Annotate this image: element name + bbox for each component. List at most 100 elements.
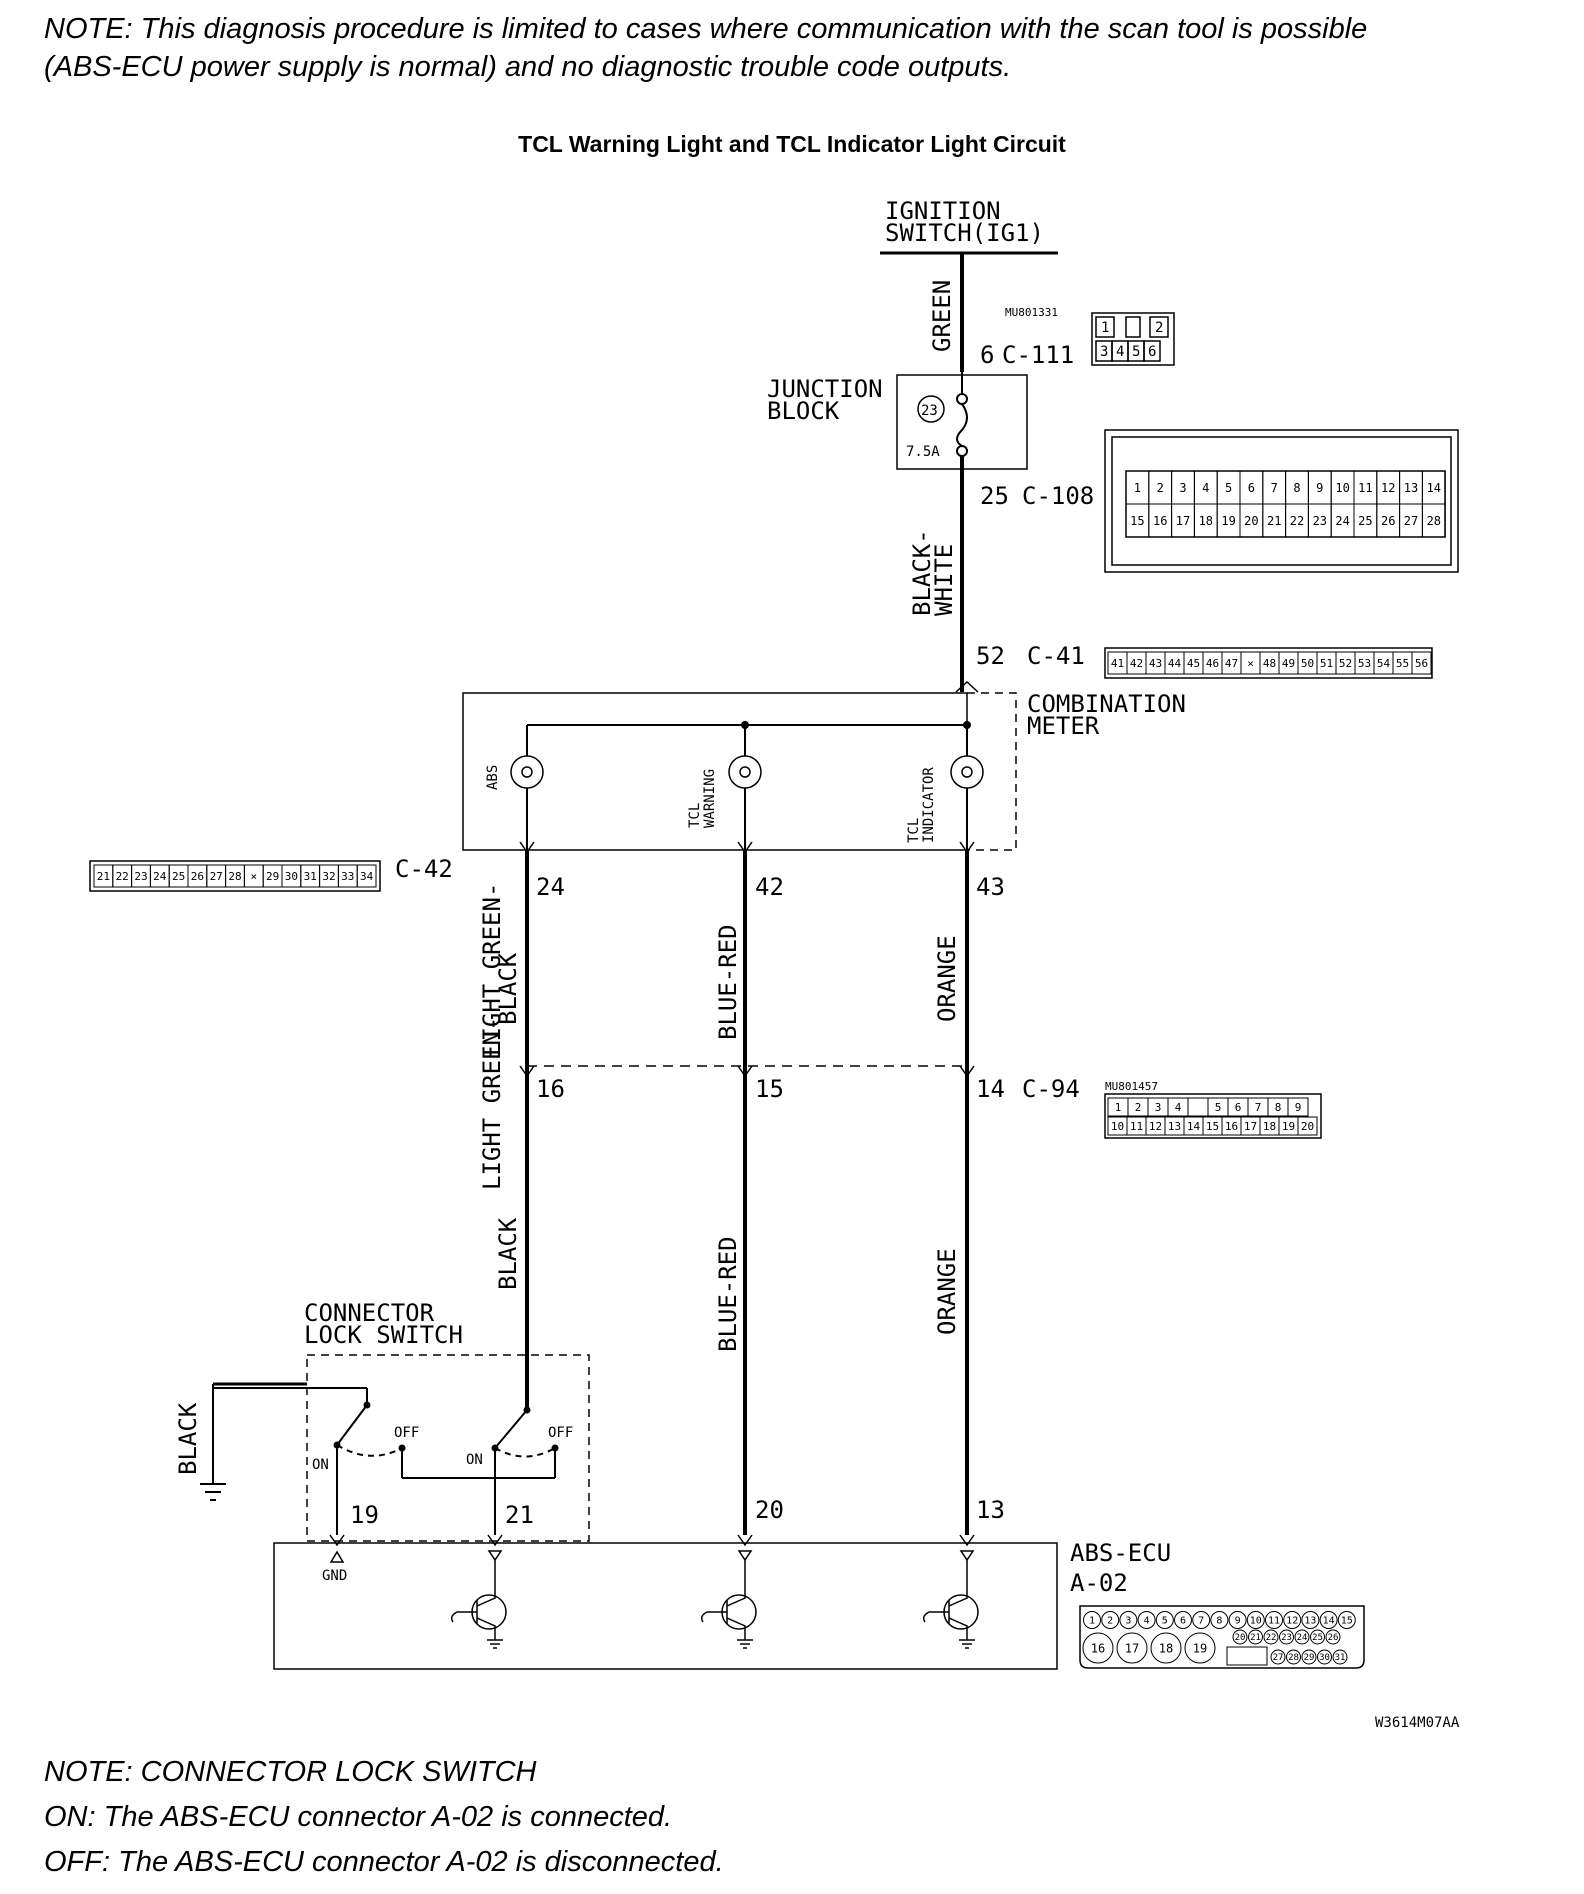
note-top-line2: (ABS-ECU power supply is normal) and no … [44, 51, 1012, 83]
wire-black-label: BLACK [174, 1402, 202, 1475]
combination-label-2: METER [1027, 712, 1100, 740]
a02-pin-circle [1137, 1611, 1156, 1629]
c41-pin: 52 [1339, 657, 1352, 670]
a02-pin-circle [1119, 1611, 1138, 1629]
a02-pin-circle [1332, 1649, 1348, 1665]
c108-pin: 28 [1427, 514, 1441, 528]
a02-pin: 22 [1266, 1633, 1277, 1643]
lamp-tcl-warning-icon [728, 755, 762, 789]
c111-pin-5: 5 [1132, 344, 1140, 360]
pin-13: 13 [976, 1496, 1005, 1524]
abs-ecu: ABS-ECU A-02 GND [273, 1534, 1171, 1670]
a02-pin-circle [1101, 1611, 1120, 1629]
wire-blue-red-label-2: BLUE-RED [714, 1236, 742, 1352]
wire-orange-label-2: ORANGE [933, 1248, 961, 1335]
a02-pin: 21 [1250, 1633, 1261, 1643]
a02-pin: 6 [1180, 1616, 1186, 1627]
connector-c41-label: C-41 [1027, 642, 1085, 670]
a02-pin-circle [1192, 1611, 1211, 1629]
pin-16: 16 [536, 1075, 565, 1103]
a02-pin: 27 [1273, 1653, 1284, 1663]
c108-pin: 2 [1157, 481, 1164, 495]
c108-pin: 27 [1404, 514, 1418, 528]
c41-pin: 53 [1358, 657, 1371, 670]
figure-code: W3614M07AA [1375, 1715, 1460, 1731]
c108-pin: 9 [1316, 481, 1323, 495]
a02-pin-circle [1246, 1611, 1265, 1629]
a02-pin: 13 [1304, 1616, 1316, 1627]
c108-pin: 8 [1293, 481, 1300, 495]
c94-pin: 12 [1149, 1120, 1162, 1133]
c94-cell [1297, 1116, 1318, 1136]
c108-pin: 12 [1381, 481, 1395, 495]
c94-pin: 13 [1168, 1120, 1181, 1133]
fuse-number-circle [917, 395, 945, 423]
c94-pin: 7 [1255, 1101, 1262, 1114]
a02-pin: 30 [1319, 1653, 1330, 1663]
switch-2-off-label: OFF [548, 1425, 573, 1441]
transistor-body-1 [471, 1594, 507, 1630]
c94-pin: 18 [1263, 1120, 1276, 1133]
ecu-transistors [450, 1560, 979, 1649]
pin-42: 42 [755, 873, 784, 901]
c94-pin: 3 [1155, 1101, 1162, 1114]
a02-pin: 25 [1312, 1633, 1323, 1643]
c94-pin: 5 [1215, 1101, 1222, 1114]
pin-43: 43 [976, 873, 1005, 901]
a02-pin-circle [1294, 1629, 1310, 1645]
note-top-line1: NOTE: This diagnosis procedure is limite… [44, 13, 1368, 45]
c108-pin: 16 [1153, 514, 1167, 528]
c108-pin: 19 [1221, 514, 1235, 528]
connector-lock-switch: CONNECTOR LOCK SWITCH [200, 1299, 590, 1542]
a02-pin: 19 [1193, 1641, 1207, 1655]
c108-pin: 14 [1427, 481, 1441, 495]
a02-pin-circle [1184, 1632, 1216, 1664]
c42-pin: 29 [266, 870, 279, 883]
pin-21: 21 [505, 1501, 534, 1529]
connector-c111-label: C-111 [1002, 341, 1074, 369]
c42-pin: 26 [191, 870, 204, 883]
connector-c111-face [1091, 312, 1175, 366]
c111-pin-4: 4 [1116, 344, 1124, 360]
lamp-abs-label: ABS [485, 765, 501, 790]
connector-c42-label: C-42 [395, 855, 453, 883]
c111-pin-6: 6 [1148, 344, 1156, 360]
a02-pin: 11 [1268, 1616, 1280, 1627]
a02-pin: 1 [1089, 1616, 1095, 1627]
c108-pin: 18 [1199, 514, 1213, 528]
c41-pin: 46 [1206, 657, 1219, 670]
a02-pin-circle [1155, 1611, 1174, 1629]
a02-pin-circle [1210, 1611, 1229, 1629]
a02-pin: 17 [1125, 1641, 1139, 1655]
wire-blue-red-label-1: BLUE-RED [714, 924, 742, 1040]
c42-pin: 24 [153, 870, 167, 883]
c94-pin: 8 [1275, 1101, 1282, 1114]
c94-pin: 9 [1295, 1101, 1302, 1114]
c94-pin: 10 [1111, 1120, 1124, 1133]
c94-pin: 2 [1135, 1101, 1142, 1114]
c42-pin: 27 [210, 870, 223, 883]
c108-pin: 26 [1381, 514, 1395, 528]
note-bottom: NOTE: CONNECTOR LOCK SWITCH ON: The ABS-… [44, 1750, 1544, 1885]
a02-pin-circle [1319, 1611, 1338, 1629]
c111-pin-3: 3 [1100, 344, 1108, 360]
c108-pin: 10 [1335, 481, 1349, 495]
c41-pin: 55 [1396, 657, 1409, 670]
a02-pin-circle [1310, 1629, 1325, 1645]
a02-pin-circle [1150, 1632, 1182, 1664]
c94-pin: 19 [1282, 1120, 1295, 1133]
c111-pin-2: 2 [1155, 320, 1163, 336]
a02-pin: 9 [1235, 1616, 1241, 1627]
pin-15: 15 [755, 1075, 784, 1103]
c108-pin: 6 [1248, 481, 1255, 495]
junction-label-1: JUNCTION [767, 375, 883, 403]
wire-lgb-label-3: LIGHT GREEN- [478, 1017, 506, 1190]
c111-pin-1: 1 [1101, 320, 1109, 336]
c108-pin: 25 [1358, 514, 1372, 528]
a02-pin: 23 [1281, 1633, 1292, 1643]
c108-pin: 15 [1130, 514, 1144, 528]
c108-pin: 24 [1335, 514, 1349, 528]
a02-pin: 7 [1198, 1616, 1204, 1627]
